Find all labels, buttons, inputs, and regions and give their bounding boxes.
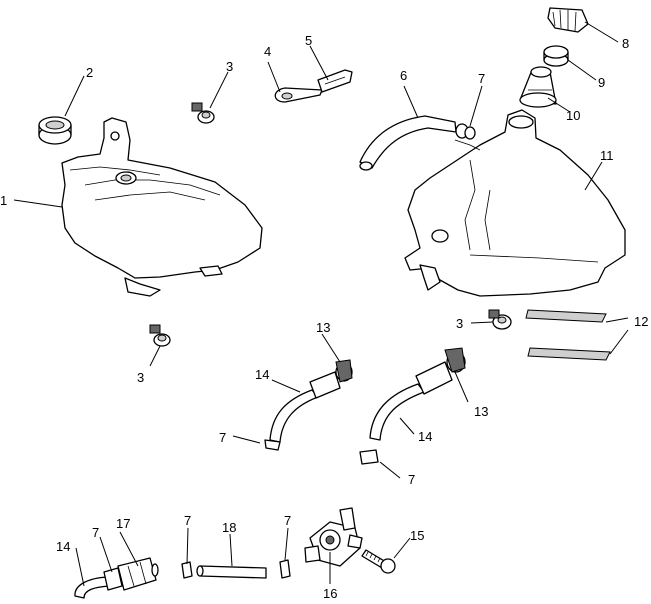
callout-11: 11 bbox=[600, 148, 614, 163]
callout-8: 8 bbox=[622, 36, 629, 51]
callout-13: 13 bbox=[316, 320, 330, 335]
fuel-line-right bbox=[359, 347, 466, 465]
petcock bbox=[304, 507, 363, 567]
callout-3: 3 bbox=[226, 59, 233, 74]
clip bbox=[274, 87, 323, 103]
decal-top bbox=[525, 309, 607, 323]
callout-2: 2 bbox=[86, 65, 93, 80]
callout-4: 4 bbox=[264, 44, 271, 59]
bolt-top bbox=[191, 102, 215, 124]
callout-18: 18 bbox=[222, 520, 236, 535]
callout-7: 7 bbox=[219, 430, 226, 445]
callout-14: 14 bbox=[56, 539, 70, 554]
screw bbox=[361, 549, 396, 574]
grommet bbox=[38, 116, 72, 145]
callout-5: 5 bbox=[305, 33, 312, 48]
callout-3: 3 bbox=[137, 370, 144, 385]
bracket bbox=[317, 69, 353, 93]
callout-6: 6 bbox=[400, 68, 407, 83]
callout-7: 7 bbox=[92, 525, 99, 540]
cap-gasket bbox=[543, 45, 569, 67]
fuel-line-left bbox=[264, 359, 353, 451]
fuel-filter-assembly bbox=[74, 557, 159, 599]
callout-3: 3 bbox=[456, 316, 463, 331]
callout-7: 7 bbox=[408, 472, 415, 487]
fuel-tank-left bbox=[61, 117, 263, 297]
callout-12: 12 bbox=[634, 314, 648, 329]
clamp-18-right bbox=[279, 559, 291, 579]
bolt-left bbox=[149, 324, 171, 347]
callout-1: 1 bbox=[0, 193, 7, 208]
callout-9: 9 bbox=[598, 75, 605, 90]
callout-7: 7 bbox=[184, 513, 191, 528]
callout-14: 14 bbox=[418, 429, 432, 444]
callout-7: 7 bbox=[478, 71, 485, 86]
hose-clamp-vent bbox=[455, 123, 476, 140]
leader-lines bbox=[13, 21, 629, 587]
vent-tube bbox=[196, 565, 267, 579]
callout-17: 17 bbox=[116, 516, 130, 531]
callout-7: 7 bbox=[284, 513, 291, 528]
callout-10: 10 bbox=[566, 108, 580, 123]
bolt-right bbox=[488, 309, 512, 330]
callout-13: 13 bbox=[474, 404, 488, 419]
decal-bottom bbox=[527, 347, 611, 361]
fuel-cap bbox=[547, 7, 589, 33]
callout-14: 14 bbox=[255, 367, 269, 382]
vent-hose bbox=[359, 115, 457, 171]
fuel-tank-right bbox=[404, 109, 626, 297]
filler-neck bbox=[519, 66, 557, 108]
callout-16: 16 bbox=[323, 586, 337, 601]
callout-15: 15 bbox=[410, 528, 424, 543]
clamp-18-left bbox=[181, 561, 193, 579]
